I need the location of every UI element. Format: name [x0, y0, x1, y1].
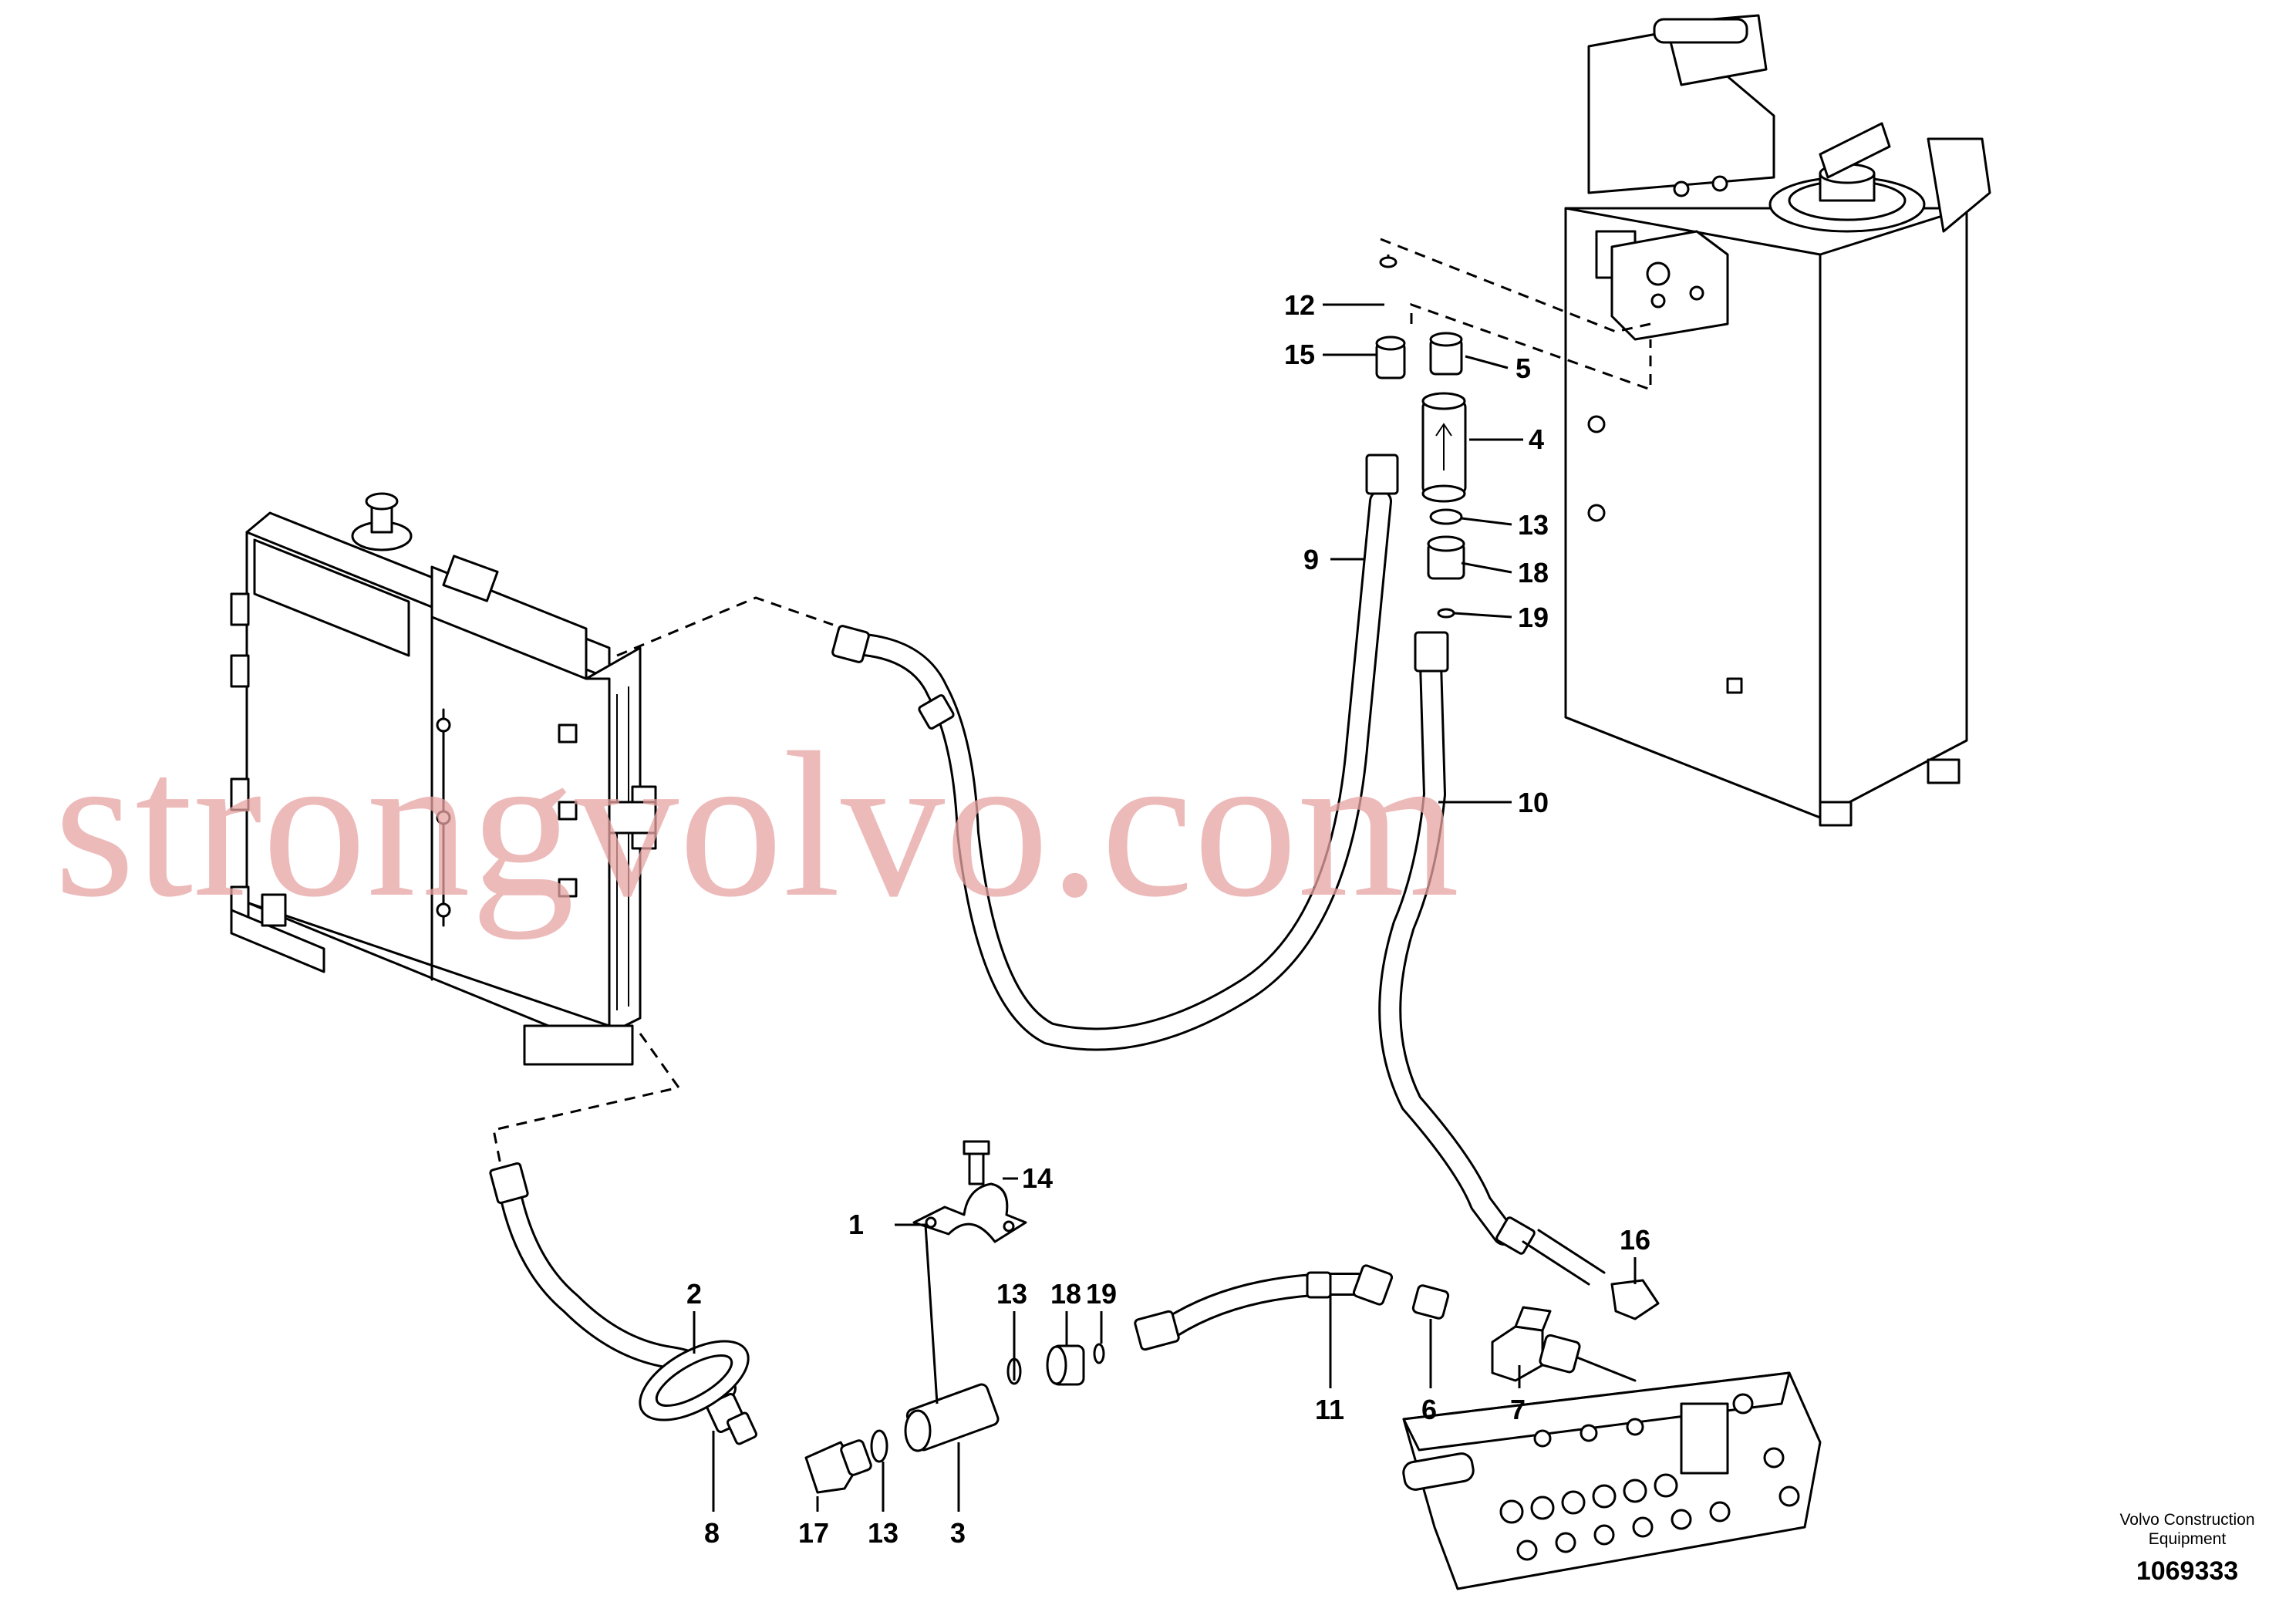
callout-18-upper: 18 [1518, 557, 1549, 588]
callout-labels: 1 2 3 4 5 6 7 8 9 10 11 12 13 13 13 14 1… [686, 289, 1650, 1549]
hose-9 [831, 454, 1399, 1051]
ring-19-upper [1437, 608, 1455, 619]
callout-12: 12 [1284, 289, 1315, 321]
oil-cooler-radiator [230, 492, 657, 1066]
valve-ports [1499, 1393, 1800, 1561]
line-to-valve [1576, 1356, 1637, 1382]
callout-8: 8 [704, 1517, 720, 1549]
callout-10: 10 [1518, 787, 1549, 818]
credit-line-2: Equipment [2149, 1530, 2227, 1548]
hose-11 [1134, 1264, 1394, 1351]
callout-4: 4 [1529, 423, 1544, 455]
callout-leaders [693, 303, 1637, 1512]
callout-3: 3 [950, 1517, 966, 1549]
tee-7 [1491, 1306, 1581, 1382]
elbow-17 [804, 1439, 872, 1494]
callout-6: 6 [1421, 1394, 1437, 1425]
adapter-15 [1375, 336, 1406, 379]
credit-line-1: Volvo Construction [2119, 1511, 2254, 1529]
o-ring-12 [1379, 256, 1397, 268]
clamp-2 [639, 1340, 750, 1421]
screw-14 [963, 1140, 990, 1185]
adapter-18-lower [1046, 1344, 1085, 1386]
hydraulic-tank [1564, 14, 1991, 827]
elbow-16 [1610, 1279, 1660, 1320]
callout-19-lower: 19 [1086, 1278, 1117, 1310]
ring-19-lower [1093, 1343, 1105, 1364]
callout-17: 17 [798, 1517, 829, 1549]
callout-1: 1 [848, 1209, 864, 1240]
callout-13-lower: 13 [868, 1517, 899, 1549]
adapter-6 [1411, 1284, 1450, 1320]
hose-8 [489, 1162, 758, 1445]
callout-5: 5 [1515, 352, 1531, 384]
hose-10 [1378, 631, 1606, 1286]
check-valve-4 [1421, 392, 1467, 503]
callout-7: 7 [1510, 1394, 1526, 1425]
callout-15: 15 [1284, 339, 1315, 370]
callout-13-upper: 13 [1518, 509, 1549, 541]
watermark-text: strongvolvo.com [54, 710, 1459, 940]
callout-9: 9 [1303, 544, 1319, 575]
callout-11: 11 [1315, 1394, 1344, 1425]
callout-18-lower: 18 [1050, 1278, 1081, 1310]
callout-2: 2 [686, 1278, 702, 1310]
adapter-18-upper [1427, 535, 1465, 580]
adapter-5 [1429, 332, 1463, 376]
adapter-3 [904, 1383, 1000, 1452]
drawing-number: 1069333 [2136, 1556, 2238, 1586]
callout-16: 16 [1620, 1224, 1650, 1256]
clamp-1 [912, 1182, 1027, 1243]
callout-14: 14 [1022, 1162, 1053, 1194]
o-ring-13-lower [870, 1429, 888, 1463]
callout-13-mid: 13 [996, 1278, 1027, 1310]
o-ring-13-upper [1429, 508, 1463, 525]
control-valve-block [1402, 1371, 1822, 1590]
callout-19-upper: 19 [1518, 602, 1549, 633]
